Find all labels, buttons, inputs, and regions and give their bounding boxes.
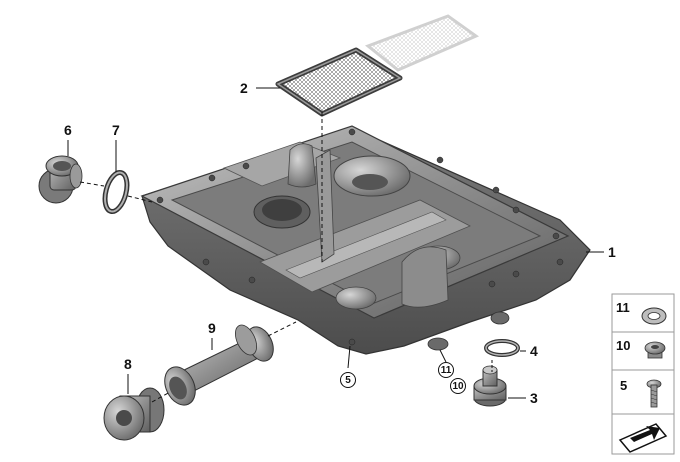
legend-label-10: 10	[616, 338, 631, 353]
oil-pan-housing-part-1	[140, 125, 591, 355]
callout-8: 8	[124, 356, 132, 372]
bolt-icon	[646, 379, 662, 408]
circled-ref-11: 11	[438, 362, 454, 378]
cap-part-6	[38, 155, 83, 204]
o-ring-part-7	[102, 170, 130, 214]
circled-ref-10: 10	[450, 378, 466, 394]
parts-legend-box	[611, 293, 675, 455]
valve-plug-part-3	[473, 365, 507, 407]
strainer-screen-part-2	[275, 47, 403, 117]
callout-9: 9	[208, 320, 216, 336]
plug-part-8	[103, 387, 165, 441]
circled-ref-5: 5	[340, 372, 356, 388]
o-ring-part-4	[484, 339, 520, 357]
callout-7: 7	[112, 122, 120, 138]
callout-2: 2	[240, 80, 248, 96]
direction-arrow-icon	[618, 423, 668, 453]
ghost-strainer-screen	[365, 14, 480, 72]
callout-4: 4	[530, 343, 538, 359]
legend-label-5: 5	[620, 378, 628, 393]
leader-lines	[67, 87, 604, 403]
callout-1: 1	[608, 244, 616, 260]
legend-label-11: 11	[616, 300, 630, 315]
callout-3: 3	[530, 390, 538, 406]
screw-plug-icon	[644, 341, 666, 359]
tube-part-9	[164, 324, 274, 406]
callout-6: 6	[64, 122, 72, 138]
